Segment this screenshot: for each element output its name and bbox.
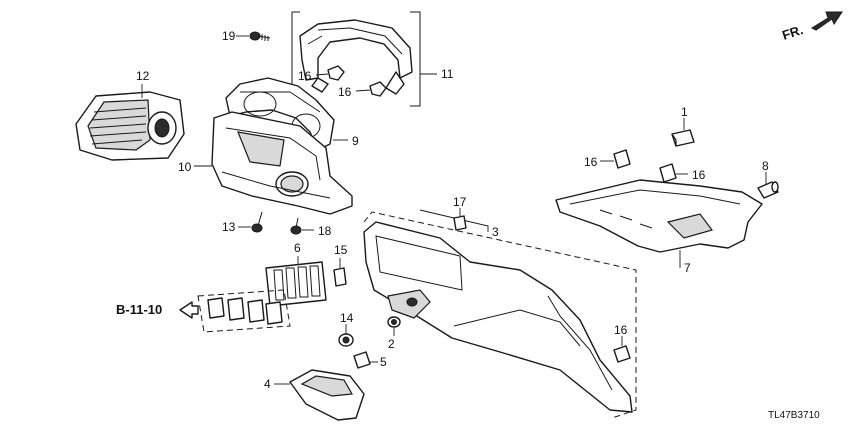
callout-5: 5 — [380, 355, 387, 369]
part-3-glove-box — [363, 221, 633, 413]
front-arrow-icon — [810, 11, 843, 31]
part-7-support-frame — [555, 179, 763, 253]
callout-18: 18 — [318, 224, 332, 238]
callout-14: 14 — [340, 311, 354, 325]
part-17-clip — [453, 215, 467, 231]
part-12-side-vent — [75, 91, 185, 161]
callout-16d: 16 — [692, 168, 706, 182]
callout-10: 10 — [178, 160, 192, 174]
part-16-clip-e — [613, 345, 631, 363]
callout-13: 13 — [222, 220, 236, 234]
callout-3: 3 — [492, 225, 499, 239]
part-13-screw — [251, 211, 263, 233]
callout-12: 12 — [136, 69, 150, 83]
callout-16a: 16 — [298, 69, 312, 83]
callout-4: 4 — [264, 377, 271, 391]
part-16-clip-c — [613, 149, 631, 169]
callout-11: 11 — [441, 67, 454, 81]
part-6-switch-panel — [265, 261, 327, 307]
part-16-clip-a — [327, 65, 345, 81]
part-19-screw — [249, 31, 271, 41]
callout-1: 1 — [681, 105, 688, 119]
part-11-upper-bracket — [299, 19, 413, 95]
callout-16c: 16 — [584, 155, 598, 169]
part-1-block — [671, 129, 695, 147]
callout-6: 6 — [294, 241, 301, 255]
part-10-instrument-cover — [211, 111, 353, 215]
part-5-clip — [353, 351, 371, 369]
callout-16e: 16 — [614, 323, 628, 337]
callout-16b: 16 — [338, 85, 352, 99]
callout-19: 19 — [222, 29, 236, 43]
leader-3 — [419, 209, 489, 232]
part-16-clip-b — [369, 81, 387, 97]
callout-15: 15 — [334, 243, 348, 257]
callout-17: 17 — [453, 195, 467, 209]
part-15-clip — [333, 267, 347, 287]
part-14-screw — [338, 333, 354, 347]
callout-2: 2 — [388, 337, 395, 351]
bracket-frame-11 — [291, 11, 421, 107]
leader-16a — [315, 73, 329, 76]
bracket-frame-3 — [363, 211, 637, 419]
callout-9: 9 — [352, 134, 359, 148]
leader-16b — [355, 89, 371, 92]
front-direction-indicator: FR. — [780, 11, 843, 43]
part-18-screw — [290, 217, 302, 235]
switch-blanks-group — [197, 289, 291, 333]
part-16-clip-d — [659, 163, 677, 183]
part-2-screw — [387, 316, 401, 328]
drawing-code: TL47B3710 — [768, 410, 820, 421]
reference-label: B-11-10 — [116, 302, 162, 317]
reference-arrow-icon — [179, 301, 199, 319]
part-8-pin — [757, 181, 779, 199]
part-4-lower-tray — [289, 369, 365, 421]
callout-8: 8 — [762, 159, 769, 173]
callout-7: 7 — [684, 261, 691, 275]
front-label: FR. — [780, 22, 805, 43]
